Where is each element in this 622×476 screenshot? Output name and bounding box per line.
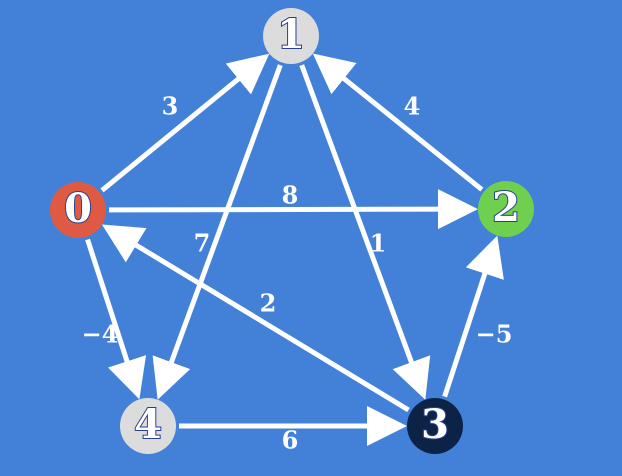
node-1[interactable]: 1: [263, 8, 319, 64]
edge-2-1: [312, 53, 484, 192]
node-label-1: 1: [277, 11, 305, 58]
edge-weight-3-2: −5: [476, 320, 513, 349]
node-label-2: 2: [492, 184, 520, 231]
edge-weight-2-1: 4: [404, 92, 421, 121]
node-circle-0: [50, 182, 106, 238]
edge-0-4: [85, 238, 147, 400]
edge-1-3: [299, 64, 431, 400]
nodes-layer: 0 1 2 3 4: [50, 8, 534, 454]
edge-weight-0-4: −4: [82, 320, 119, 349]
edge-weight-1-3: 1: [370, 229, 387, 258]
node-0[interactable]: 0: [50, 182, 106, 238]
node-label-3: 3: [421, 401, 449, 448]
edge-weight-0-2: 8: [282, 181, 299, 210]
node-circle-3: [407, 398, 463, 454]
edge-1-4: [152, 64, 283, 400]
node-4[interactable]: 4: [120, 398, 176, 454]
edge-weight-3-0: 2: [260, 289, 277, 318]
node-label-4: 4: [134, 401, 162, 448]
node-circle-1: [263, 8, 319, 64]
node-label-0: 0: [64, 185, 92, 232]
edge-weight-0-1: 3: [162, 92, 179, 121]
edge-3-0: [101, 224, 410, 413]
edges-layer: 3 8 −4 7 1 4 2 −5 6: [82, 53, 513, 455]
edge-0-2: [108, 189, 479, 230]
node-2[interactable]: 2: [478, 181, 534, 237]
edge-weight-1-4: 7: [194, 229, 211, 258]
node-3[interactable]: 3: [407, 398, 463, 454]
edge-0-1: [100, 53, 270, 193]
node-circle-2: [478, 181, 534, 237]
node-circle-4: [120, 398, 176, 454]
edge-weight-4-3: 6: [282, 426, 299, 455]
edge-3-2: [442, 235, 504, 398]
